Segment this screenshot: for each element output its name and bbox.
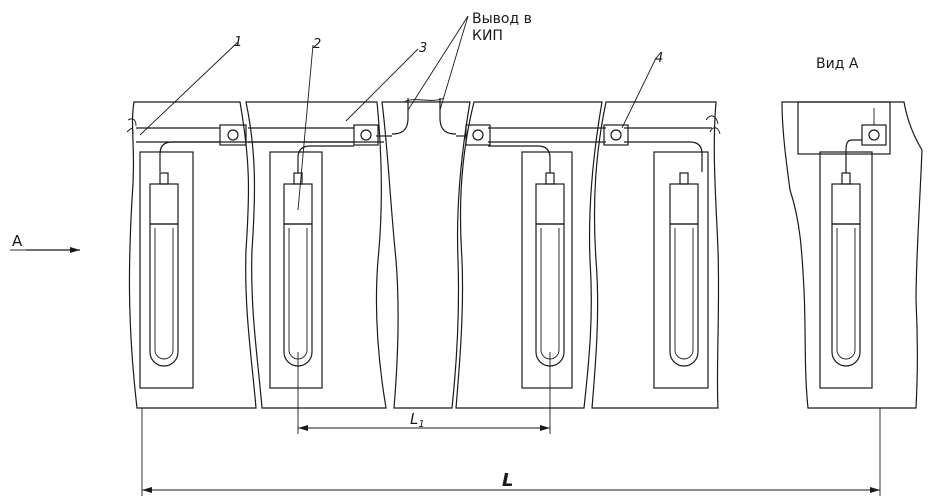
segment-5-outline [591,101,720,409]
segment-4-outline [455,101,603,409]
segment-5 [591,101,721,409]
sensor-4-body [535,183,565,225]
sensor-1-cap [159,172,169,185]
leader-3 [345,48,419,122]
view-a-detail [781,101,923,409]
segment-1 [126,101,257,409]
view-arrow: А [10,232,80,253]
pocket-5 [653,151,709,389]
outlet-label-line1: Вывод в [472,11,532,27]
junction-box-4 [603,124,629,146]
sensor-2-body [283,183,313,225]
sensor-1 [149,172,179,367]
main-assembly [126,97,721,409]
segment-4 [455,101,603,409]
pocket-1 [139,151,194,389]
sensor-1-tube [149,223,179,367]
view-a-pocket [819,151,873,389]
junction-box-1 [219,124,247,146]
view-a-outline [781,101,923,409]
callout-4: 4 [655,51,663,66]
segment-3 [381,97,471,409]
segment-3-outline [381,101,471,409]
sensor-2-inner [288,228,308,360]
cable-run-r2-bot [624,141,703,172]
view-a-title: Вид А [816,56,859,72]
callout-2: 2 [313,37,321,52]
cable-run [136,127,712,173]
leader-4 [621,57,657,129]
outlet-cut-top [403,97,445,103]
sensor-5-inner [674,228,694,360]
view-arrow-label: А [12,232,23,250]
junction-boxes [219,124,629,146]
leader-2 [297,44,314,211]
segment-2-outline [245,101,387,409]
outlet-label-line2: КИП [472,28,503,44]
cable-drop-2 [297,145,354,173]
segment-1-fold-2 [126,128,134,135]
sensor-2-tube [283,223,313,367]
callout-3: 3 [419,41,427,56]
callout-1: 1 [234,35,242,50]
view-a-junction-box [861,108,887,146]
segment-5-fold-2 [709,127,721,135]
segment-1-outline [128,101,257,409]
pocket-4 [521,151,573,389]
sensor-5-body [669,183,699,225]
leader-outlet-right [439,15,469,111]
leader-outlet-left [407,15,469,111]
segment-5-fold [705,115,719,125]
callouts: 1 2 3 4 Вывод в КИП Вид А [139,11,859,211]
junction-box-2 [353,124,379,146]
segment-1-fold [127,118,137,127]
sensor-1-body [149,183,179,225]
dim-L1-label: L1 [410,410,425,430]
sensor-5-cap [679,172,689,185]
segment-2 [245,101,387,409]
dimension-L: L [141,408,881,496]
leader-1 [139,41,239,136]
sensor-4-inner [540,228,560,360]
pocket-2 [269,151,323,389]
sensor-2 [283,172,313,367]
dimension-L1: L1 [297,352,551,434]
sensor-4 [535,172,565,367]
junction-box-3 [465,124,491,146]
view-a-head [797,101,891,155]
cable-drop-4 [488,145,551,173]
dim-L-label: L [502,470,513,491]
sensor-1-inner [154,228,174,360]
sensor-5-tube [669,223,699,367]
sensor-5 [669,172,699,367]
outlet-pipe-left [391,98,409,135]
cable-run-left [159,141,220,172]
outlet-pipe-right [439,98,457,135]
sensor-4-tube [535,223,565,367]
sensor-4-cap [545,172,555,185]
view-a-sensor [831,172,861,367]
view-a-cable [845,139,862,173]
